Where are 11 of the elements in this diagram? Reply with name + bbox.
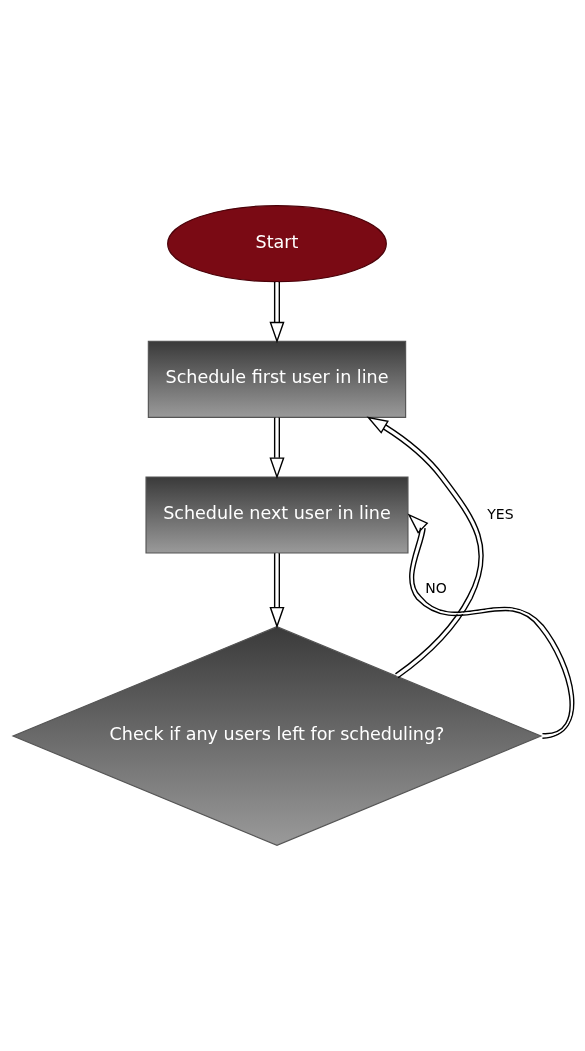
node-box: Schedule first user in line [147,340,407,418]
arrow [269,281,285,344]
node-diamond: Check if any users left for scheduling? [11,626,543,846]
arrow [269,552,285,629]
node-ellipse: Start [167,205,387,283]
edge-label: YES [487,505,514,522]
edge-label: NO [425,580,447,597]
arrow [366,416,484,679]
node-box: Schedule next user in line [145,476,409,554]
arrow [407,513,575,740]
arrow [269,416,285,479]
